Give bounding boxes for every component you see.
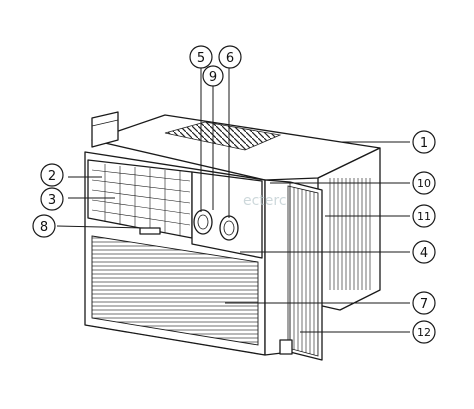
- left-rail: [91, 111, 119, 148]
- intake-grille: [91, 235, 259, 346]
- svg-text:3: 3: [48, 193, 56, 208]
- filter-tab: [139, 227, 161, 235]
- svg-text:10: 10: [417, 177, 431, 190]
- callout-10: 10: [412, 171, 436, 195]
- callout-4: 4: [412, 240, 436, 264]
- control-panel: [191, 171, 263, 259]
- svg-text:8: 8: [40, 220, 48, 235]
- svg-text:12: 12: [417, 326, 431, 339]
- svg-text:4: 4: [420, 246, 428, 261]
- callout-7: 7: [412, 291, 436, 315]
- watermark-text: ecterc: [243, 193, 287, 209]
- panel-foot: [279, 339, 293, 355]
- knob-right-icon: [219, 215, 239, 241]
- callout-2: 2: [40, 163, 64, 187]
- svg-text:6: 6: [226, 51, 234, 66]
- side-grille: [328, 178, 372, 290]
- callout-5: 5: [189, 45, 213, 69]
- svg-text:2: 2: [48, 169, 56, 184]
- svg-text:5: 5: [197, 51, 205, 66]
- leader-lines: [56, 67, 410, 333]
- callout-8: 8: [32, 214, 56, 238]
- callout-11: 11: [412, 204, 436, 228]
- knob-left-icon: [193, 209, 213, 235]
- callout-1: 1: [412, 130, 436, 154]
- louver-slats: [91, 169, 191, 226]
- svg-text:9: 9: [209, 70, 217, 85]
- callout-9: 9: [202, 65, 224, 87]
- svg-text:1: 1: [420, 136, 428, 151]
- callout-6: 6: [218, 45, 242, 69]
- top-vent: [164, 121, 282, 151]
- svg-text:7: 7: [420, 297, 428, 312]
- callout-12: 12: [412, 320, 436, 344]
- accordion-pleats: [287, 185, 319, 357]
- louver-vanes: [104, 164, 181, 236]
- callout-3: 3: [40, 187, 64, 211]
- svg-text:11: 11: [417, 210, 431, 223]
